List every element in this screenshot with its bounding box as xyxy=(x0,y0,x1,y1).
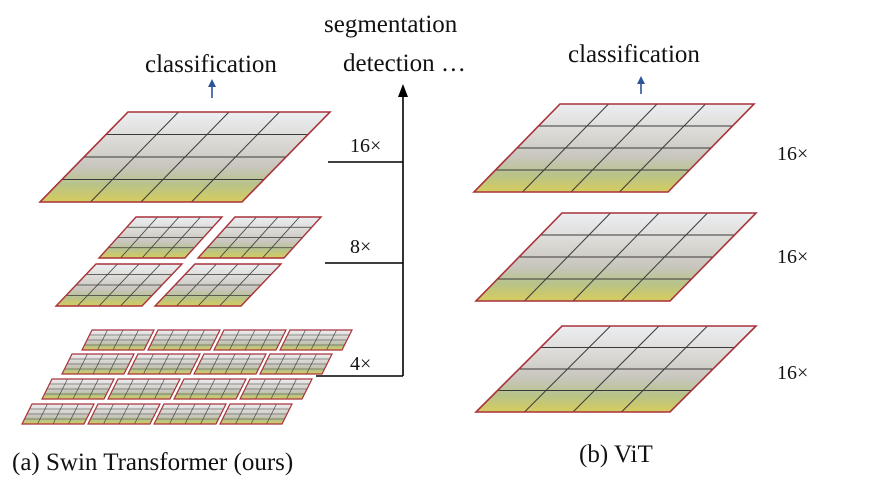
swin-layer-16x xyxy=(38,111,332,203)
vit-scale-top: 16× xyxy=(777,143,808,165)
swin-layer-4x xyxy=(21,329,353,425)
vit-caption: (b) ViT xyxy=(579,441,653,468)
swin-4x-window xyxy=(259,353,333,375)
swin-4x-window xyxy=(41,378,115,400)
swin-4x-window xyxy=(61,353,135,375)
swin-4x-window xyxy=(279,329,353,351)
vit-scale-bottom: 16× xyxy=(777,362,808,384)
swin-caption: (a) Swin Transformer (ours) xyxy=(12,449,293,476)
swin-scale-8x: 8× xyxy=(350,236,371,258)
swin-4x-window xyxy=(153,403,227,425)
feature-pyramid-arrowhead xyxy=(398,84,408,97)
swin-4x-window xyxy=(81,329,155,351)
vit-classification-arrowhead xyxy=(637,76,645,84)
swin-8x-window xyxy=(97,216,224,259)
swin-4x-window xyxy=(193,353,267,375)
vit-layer-middle xyxy=(474,212,758,302)
detection-label: detection … xyxy=(343,50,466,77)
swin-8x-window xyxy=(153,263,283,307)
vit-scale-middle: 16× xyxy=(777,246,808,268)
swin-8x-window xyxy=(196,216,323,259)
swin-4x-window xyxy=(213,329,287,351)
swin-4x-window xyxy=(147,329,221,351)
swin-4x-window xyxy=(21,403,95,425)
segmentation-label: segmentation xyxy=(324,11,458,38)
swin-classification-label: classification xyxy=(145,51,277,78)
swin-4x-window xyxy=(127,353,201,375)
swin-4x-window xyxy=(107,378,181,400)
swin-scale-4x: 4× xyxy=(350,353,371,375)
vit-layer-top xyxy=(472,103,756,193)
swin-4x-window xyxy=(173,378,247,400)
swin-8x-window xyxy=(54,263,184,307)
swin-scale-16x: 16× xyxy=(350,135,381,157)
vit-classification-label: classification xyxy=(568,41,700,68)
vit-layer-bottom xyxy=(474,325,758,413)
swin-4x-window xyxy=(239,378,313,400)
swin-classification-arrowhead xyxy=(208,79,216,87)
swin-4x-window xyxy=(87,403,161,425)
swin-layer-8x xyxy=(54,216,323,307)
swin-16x-frame xyxy=(38,111,332,203)
swin-4x-window xyxy=(219,403,293,425)
swin-16x-grid xyxy=(62,111,308,203)
